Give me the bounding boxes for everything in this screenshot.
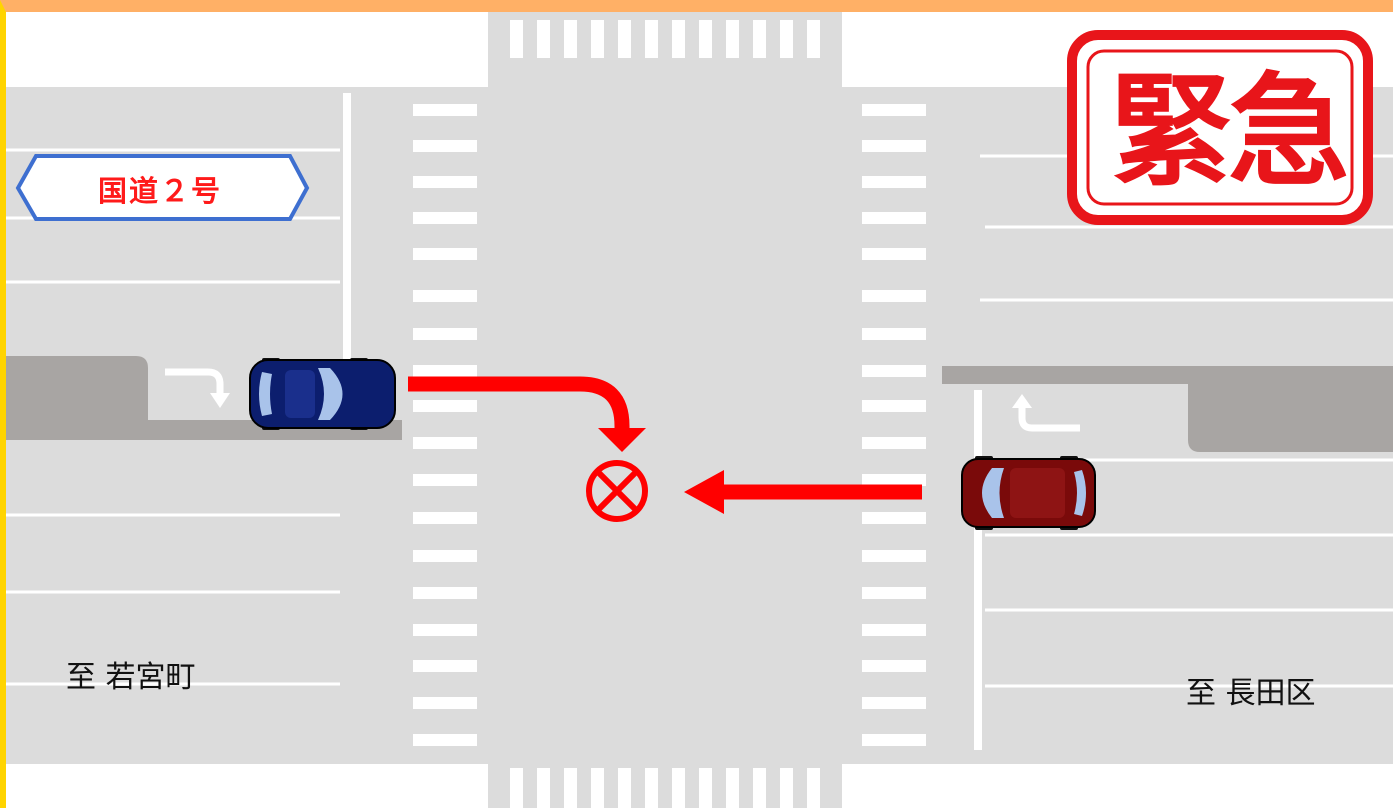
crosswalk-north	[510, 20, 820, 58]
path-arrow-right-car	[684, 470, 922, 514]
crosswalk-east	[862, 104, 926, 746]
path-arrow-left-car	[408, 376, 646, 452]
route-sign-label: 国道２号	[97, 174, 222, 208]
median-east	[942, 366, 1393, 452]
destination-west-label: 至 若宮町	[66, 660, 196, 695]
crosswalk-west	[413, 104, 477, 746]
emergency-stamp	[1067, 30, 1373, 225]
crosswalk-south	[510, 768, 820, 808]
right-turn-arrow-icon	[165, 368, 224, 396]
car-icon-right	[961, 456, 1096, 530]
emergency-stamp-text: 緊急	[1110, 59, 1350, 203]
median-west	[0, 356, 402, 440]
car-icon-left	[249, 358, 396, 430]
collision-mark-icon	[586, 460, 648, 522]
intersection-area	[405, 87, 945, 764]
destination-east-label: 至 長田区	[1186, 676, 1316, 711]
left-turn-arrow-icon	[1018, 404, 1080, 432]
route-sign-icon	[15, 154, 310, 221]
